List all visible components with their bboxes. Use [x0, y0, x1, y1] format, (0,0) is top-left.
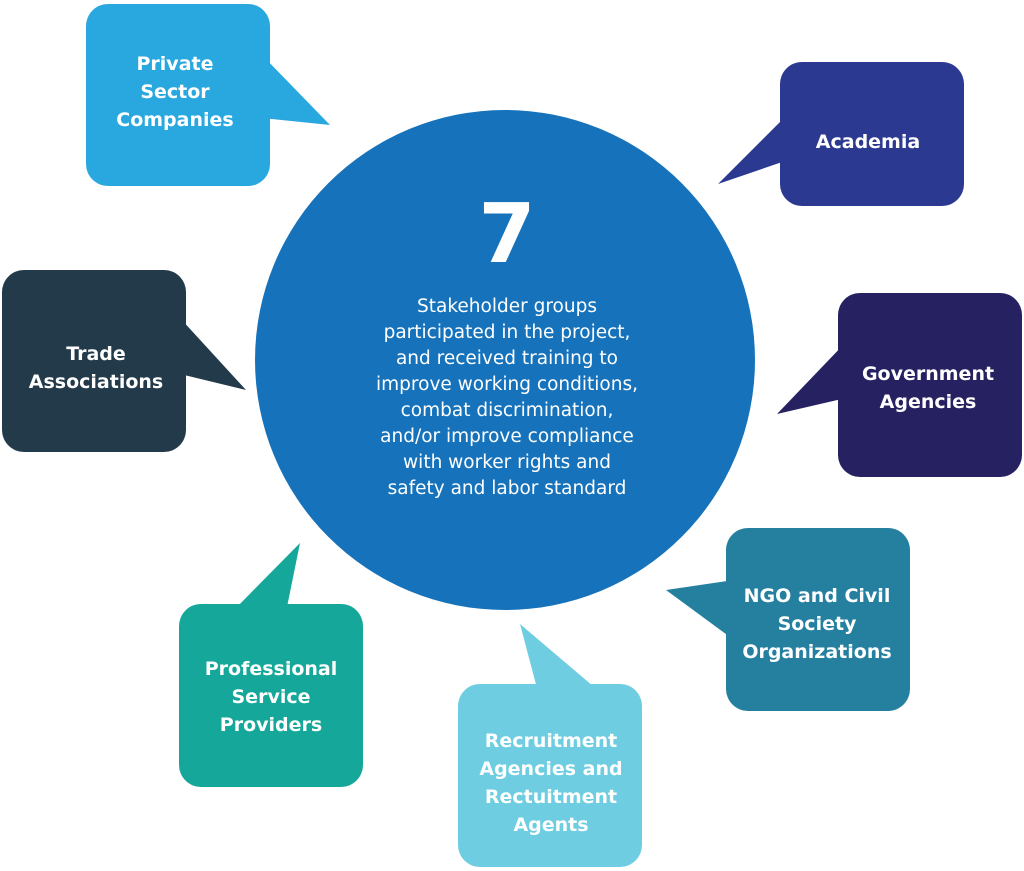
center-description-line: safety and labor standard	[388, 478, 627, 499]
bubble-box	[458, 684, 642, 867]
bubble-tail	[666, 580, 734, 640]
bubble-tail	[180, 318, 246, 390]
bubble-label-line: Service	[232, 686, 311, 708]
bubble-label-line: Providers	[220, 714, 322, 736]
bubble-label-line: NGO and Civil	[744, 585, 891, 607]
bubble-label-line: Professional	[205, 658, 338, 680]
bubble-box	[2, 270, 186, 452]
bubble-label-line: Academia	[816, 131, 920, 153]
bubble-tail	[777, 342, 846, 414]
bubble-label-line: Associations	[29, 371, 163, 393]
center-description-line: and received training to	[396, 348, 618, 369]
center-description: Stakeholder groups participated in the pr…	[376, 296, 638, 499]
stakeholder-bubble: Academia	[718, 62, 964, 206]
bubble-box	[726, 528, 910, 711]
bubble-label-line: Companies	[116, 109, 233, 131]
bubble-label-line: Sector	[140, 81, 210, 103]
bubble-label-line: Private	[137, 53, 214, 75]
center-description-line: Stakeholder groups	[417, 296, 597, 317]
bubble-tail	[520, 624, 600, 692]
bubble-label-line: Organizations	[742, 641, 891, 663]
bubble-box	[179, 604, 363, 787]
center-circle	[255, 110, 755, 610]
bubble-tail	[232, 543, 300, 612]
center-description-line: and/or improve compliance	[380, 426, 634, 447]
bubble-label-line: Agencies and	[479, 758, 622, 780]
center-number: 7	[478, 187, 535, 282]
bubble-label-line: Trade	[66, 343, 126, 365]
center-description-line: combat discrimination,	[401, 400, 614, 421]
bubble-box	[780, 62, 964, 206]
bubble-box	[86, 4, 270, 186]
bubble-label-line: Government	[862, 363, 994, 385]
bubble-tail	[262, 55, 330, 125]
bubble-label-line: Agents	[513, 814, 588, 836]
center-description-line: improve working conditions,	[376, 374, 638, 395]
bubble-label-line: Recruitment	[485, 730, 618, 752]
bubble-label-line: Agencies	[880, 391, 977, 413]
bubble-label-line: Society	[778, 613, 857, 635]
center-description-line: participated in the project,	[384, 322, 631, 343]
center-description-line: with worker rights and	[403, 452, 611, 473]
bubble-box	[838, 293, 1022, 477]
bubble-label: Academia	[816, 131, 920, 153]
center-circle-group: 7 Stakeholder groups participated in the …	[255, 110, 755, 610]
bubble-label-line: Rectuitment	[485, 786, 617, 808]
bubble-tail	[718, 114, 788, 184]
